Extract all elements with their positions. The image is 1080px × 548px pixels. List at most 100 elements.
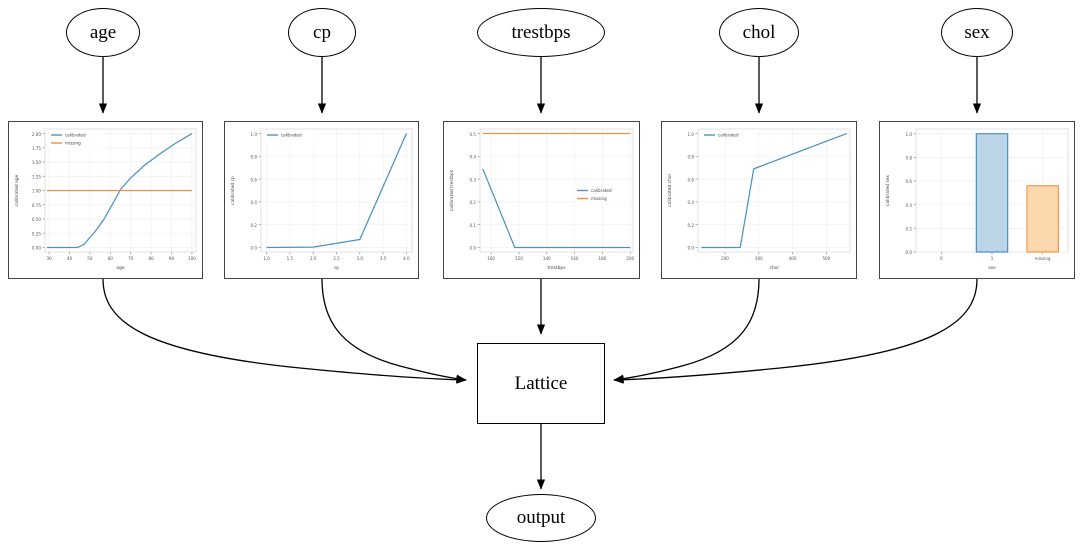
edge-sex-calibrator-to-lattice <box>613 278 978 384</box>
svg-text:3.5: 3.5 <box>380 256 387 261</box>
node-cp[interactable]: cp <box>288 8 356 57</box>
svg-text:1.5: 1.5 <box>287 256 294 261</box>
svg-text:calibrated: calibrated <box>718 133 739 138</box>
svg-text:calibrated: calibrated <box>591 188 612 193</box>
node-chol-label: chol <box>742 21 776 43</box>
node-output[interactable]: output <box>486 494 596 542</box>
svg-text:chol: chol <box>769 265 778 271</box>
svg-text:calibrated: calibrated <box>281 133 302 138</box>
svg-text:100: 100 <box>188 256 196 261</box>
svg-text:1.0: 1.0 <box>250 132 257 137</box>
svg-text:trestbps: trestbps <box>547 265 566 271</box>
node-output-label: output <box>516 507 566 528</box>
svg-text:0.4: 0.4 <box>250 200 257 205</box>
svg-text:1.50: 1.50 <box>32 160 42 165</box>
svg-text:missing: missing <box>1035 256 1051 261</box>
svg-text:1: 1 <box>991 256 994 261</box>
svg-text:0.0: 0.0 <box>905 250 912 255</box>
svg-text:180: 180 <box>598 256 606 261</box>
node-cp-label: cp <box>313 21 331 43</box>
svg-text:300: 300 <box>755 256 763 261</box>
svg-text:2.5: 2.5 <box>333 256 340 261</box>
svg-text:2.0: 2.0 <box>310 256 317 261</box>
svg-text:0.25: 0.25 <box>32 231 42 236</box>
node-lattice-label: Lattice <box>514 372 568 394</box>
node-sex[interactable]: sex <box>941 8 1013 57</box>
svg-text:calibrated trestbps: calibrated trestbps <box>449 169 455 211</box>
svg-text:2.00: 2.00 <box>32 132 42 137</box>
edge-age-calibrator-to-lattice <box>102 278 467 384</box>
svg-text:60: 60 <box>108 256 114 261</box>
svg-text:0.0: 0.0 <box>469 246 476 251</box>
svg-text:0.4: 0.4 <box>905 203 912 208</box>
svg-text:90: 90 <box>169 256 175 261</box>
svg-text:age: age <box>116 266 124 271</box>
node-trestbps-label: trestbps <box>511 21 571 43</box>
svg-text:1.0: 1.0 <box>687 132 694 137</box>
svg-text:0.2: 0.2 <box>905 227 912 232</box>
svg-text:500: 500 <box>822 256 830 261</box>
svg-text:0.4: 0.4 <box>469 155 476 160</box>
svg-text:80: 80 <box>148 256 154 261</box>
svg-text:0.75: 0.75 <box>32 203 42 208</box>
svg-text:0.2: 0.2 <box>250 223 257 228</box>
svg-text:0.5: 0.5 <box>469 132 476 137</box>
svg-text:30: 30 <box>46 256 52 261</box>
svg-text:200: 200 <box>626 256 634 261</box>
calibrator-panel-sex[interactable]: 0.0 0.2 0.4 0.6 0.8 1.0 0 1 missing sex calibrated… <box>879 121 1075 279</box>
svg-text:0.6: 0.6 <box>905 179 912 184</box>
node-lattice[interactable]: Lattice <box>477 343 605 424</box>
svg-text:0.2: 0.2 <box>469 200 476 205</box>
svg-text:calibrated age: calibrated age <box>14 174 20 206</box>
svg-text:0.8: 0.8 <box>905 156 912 161</box>
svg-text:0.4: 0.4 <box>687 200 694 205</box>
svg-text:1.75: 1.75 <box>32 146 42 151</box>
svg-text:calibrated: calibrated <box>65 133 86 138</box>
svg-text:0.00: 0.00 <box>32 246 42 251</box>
node-age[interactable]: age <box>66 8 140 57</box>
svg-text:calibrated chol: calibrated chol <box>667 174 673 207</box>
svg-text:1.0: 1.0 <box>905 132 912 137</box>
svg-text:120: 120 <box>515 256 523 261</box>
edge-cp-calibrator-to-lattice <box>321 278 467 383</box>
node-sex-label: sex <box>964 21 990 43</box>
svg-text:70: 70 <box>128 256 134 261</box>
edge-chol-calibrator-to-lattice <box>613 278 760 383</box>
svg-text:1.25: 1.25 <box>32 174 42 179</box>
svg-text:0.3: 0.3 <box>469 177 476 182</box>
node-chol[interactable]: chol <box>719 8 799 57</box>
svg-text:200: 200 <box>721 256 729 261</box>
svg-text:sex: sex <box>988 266 996 271</box>
svg-text:1.0: 1.0 <box>263 256 270 261</box>
svg-text:400: 400 <box>789 256 797 261</box>
svg-text:0.8: 0.8 <box>687 155 694 160</box>
svg-text:140: 140 <box>543 256 551 261</box>
calibrator-panel-chol[interactable]: 0.0 0.2 0.4 0.6 0.8 1.0 200 300 400 500 chol calibr… <box>661 121 857 279</box>
svg-text:0: 0 <box>940 256 943 261</box>
node-trestbps[interactable]: trestbps <box>477 8 605 57</box>
svg-text:calibrated cp: calibrated cp <box>230 176 236 205</box>
node-age-label: age <box>89 21 117 43</box>
svg-text:0.6: 0.6 <box>687 177 694 182</box>
svg-text:0.2: 0.2 <box>687 223 694 228</box>
svg-text:missing: missing <box>65 141 81 146</box>
svg-text:0.8: 0.8 <box>250 155 257 160</box>
svg-text:160: 160 <box>571 256 579 261</box>
svg-text:1.00: 1.00 <box>32 189 42 194</box>
svg-text:missing: missing <box>591 196 607 201</box>
svg-text:0.6: 0.6 <box>250 177 257 182</box>
svg-text:4.0: 4.0 <box>403 256 410 261</box>
svg-text:0.0: 0.0 <box>687 246 694 251</box>
svg-text:40: 40 <box>67 256 73 261</box>
svg-text:calibrated sex: calibrated sex <box>885 175 891 206</box>
calibrator-plot-sex: 0.0 0.2 0.4 0.6 0.8 1.0 0 1 missing sex calibrated… <box>885 128 1069 271</box>
svg-text:3.0: 3.0 <box>357 256 364 261</box>
svg-text:100: 100 <box>487 256 495 261</box>
